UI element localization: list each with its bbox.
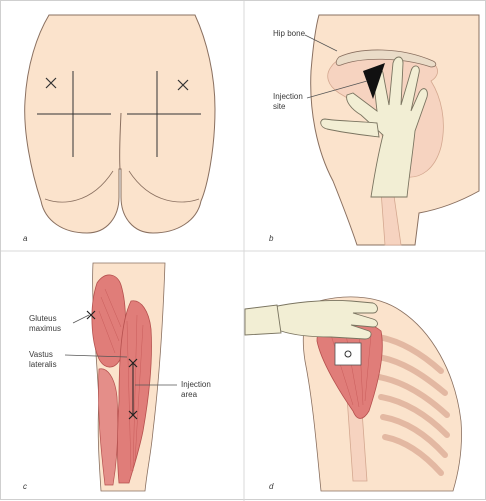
label-gluteus-1: Gluteus [29, 314, 57, 323]
label-hip-bone: Hip bone [273, 29, 306, 38]
posterior-thigh-muscle [98, 368, 119, 486]
gloved-hand [346, 56, 428, 198]
injection-site-triangle [363, 63, 385, 99]
label-injection-site-1: Injection [273, 92, 303, 101]
panel-b: Hip bone Injection site b [269, 14, 480, 246]
deltoid-muscle [316, 321, 383, 419]
panel-letter-c: c [23, 482, 27, 491]
iliac-crest [335, 49, 437, 68]
ribcage [376, 334, 450, 476]
panel-d: d [244, 296, 462, 492]
hip-bone-leader [304, 34, 338, 52]
left-buttock-fold [44, 170, 114, 203]
label-area-2: area [181, 390, 198, 399]
glove-thumb [320, 118, 380, 138]
vastus-leader [64, 354, 128, 358]
label-injection-site-2: site [273, 102, 286, 111]
vastus-fibers [126, 314, 144, 472]
gluteal-cleft [119, 112, 122, 170]
gloved-hand-d [269, 300, 378, 340]
injection-site-leader [306, 80, 368, 99]
panel-letter-b: b [269, 234, 274, 243]
injection-point-icon [344, 350, 352, 358]
gluteus-x-icon [86, 310, 96, 320]
deltoid-fibers [330, 328, 372, 408]
glove-cuff [244, 304, 282, 336]
gluteus-leader [72, 314, 90, 324]
buttocks-body [24, 14, 216, 234]
label-area-1: Injection [181, 380, 211, 389]
label-vastus-2: lateralis [29, 360, 57, 369]
panel-a: a [23, 14, 216, 243]
right-injection-x-icon [177, 79, 189, 91]
left-injection-x-icon [45, 77, 57, 89]
panel-letter-d: d [269, 482, 274, 491]
gluteus-fibers [98, 288, 122, 354]
panel-c: Gluteus maximus Vastus lateralis Injecti… [23, 262, 211, 492]
label-vastus-1: Vastus [29, 350, 53, 359]
right-buttock-fold [128, 170, 200, 203]
panel-letter-a: a [23, 234, 28, 243]
label-gluteus-2: maximus [29, 324, 61, 333]
